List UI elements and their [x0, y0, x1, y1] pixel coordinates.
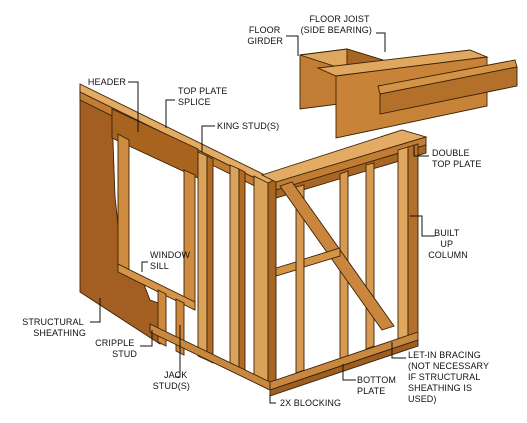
leader-lines	[90, 32, 435, 404]
label-built-up-column: BUILT UP COLUMN	[428, 228, 468, 260]
label-header: HEADER	[88, 77, 127, 87]
label-top-plate-splice: TOP PLATE SPLICE	[178, 86, 230, 107]
floor-joist	[316, 49, 518, 139]
label-floor-girder: FLOOR GIRDER	[247, 25, 283, 46]
label-bottom-plate: BOTTOM PLATE	[357, 375, 399, 396]
label-cripple-stud: CRIPPLE STUD	[95, 338, 137, 359]
label-structural-sheathing: STRUCTURAL SHEATHING	[22, 317, 86, 338]
left-wall-frame	[79, 83, 277, 391]
label-floor-joist: FLOOR JOIST (SIDE BEARING)	[301, 14, 372, 35]
label-2x-blocking: 2X BLOCKING	[280, 398, 341, 408]
right-wall-frame	[260, 129, 428, 397]
label-king-studs: KING STUD(S)	[217, 121, 279, 131]
label-double-top-plate: DOUBLE TOP PLATE	[432, 148, 481, 169]
label-jack-studs: JACK STUD(S)	[153, 370, 190, 391]
label-window-sill: WINDOW SILL	[150, 250, 193, 271]
label-let-in-bracing: LET-IN BRACING (NOT NECESSARY IF STRUCTU…	[408, 350, 492, 404]
